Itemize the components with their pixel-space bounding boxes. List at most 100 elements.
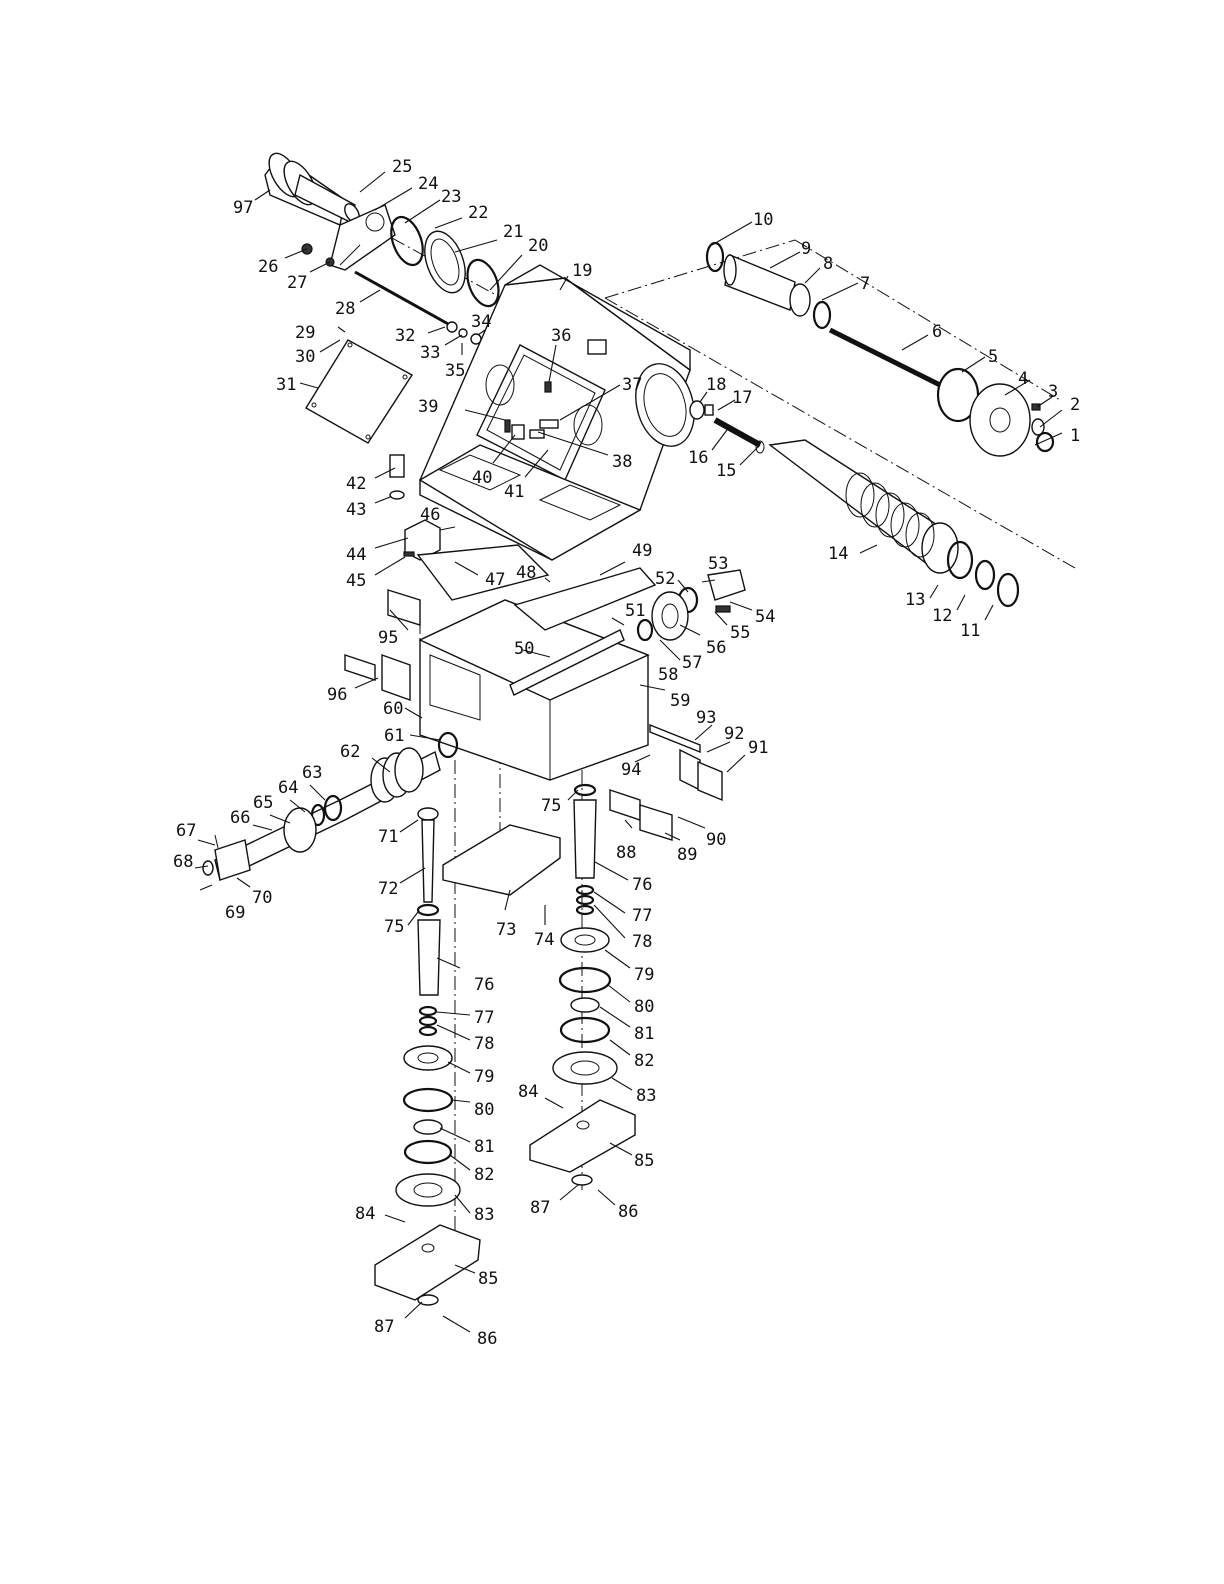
- gearbox-part-59: [416, 544, 657, 781]
- callout-3: 3: [1048, 382, 1058, 402]
- bolt-and-block-part-42-45: [389, 454, 441, 561]
- callout-89: 89: [677, 845, 697, 865]
- callout-30: 30: [295, 347, 315, 367]
- callout-84b: 84: [518, 1082, 538, 1102]
- callout-93: 93: [696, 708, 716, 728]
- callout-72: 72: [378, 879, 398, 899]
- callout-32: 32: [395, 326, 415, 346]
- callout-62: 62: [340, 742, 360, 762]
- callout-28: 28: [335, 299, 355, 319]
- block-part-73: [442, 824, 561, 896]
- callout-85b: 85: [634, 1151, 654, 1171]
- callout-78b: 78: [632, 932, 652, 952]
- callout-90: 90: [706, 830, 726, 850]
- callout-97: 97: [233, 198, 253, 218]
- rod-part-28: [354, 270, 482, 345]
- callout-83a: 83: [474, 1205, 494, 1225]
- callout-11: 11: [960, 621, 980, 641]
- callout-81b: 81: [634, 1024, 654, 1044]
- spindle-assembly-part-97: [264, 152, 360, 226]
- callout-7: 7: [860, 274, 870, 294]
- callout-76b: 76: [632, 875, 652, 895]
- callout-46: 46: [420, 505, 440, 525]
- callout-56: 56: [706, 638, 726, 658]
- callout-29: 29: [295, 323, 315, 343]
- callout-57: 57: [682, 653, 702, 673]
- callout-65: 65: [253, 793, 273, 813]
- callout-83b: 83: [636, 1086, 656, 1106]
- callout-38: 38: [612, 452, 632, 472]
- worm-shaft-assembly: [689, 400, 1020, 608]
- callout-96: 96: [327, 685, 347, 705]
- callout-71: 71: [378, 827, 398, 847]
- callout-20: 20: [528, 236, 548, 256]
- callout-12: 12: [932, 606, 952, 626]
- side-bearing-part-52-58: [636, 569, 746, 642]
- callout-58: 58: [658, 665, 678, 685]
- worm-gear-part-62: [202, 731, 459, 882]
- callout-80b: 80: [634, 997, 654, 1017]
- callout-92: 92: [724, 724, 744, 744]
- callout-22: 22: [468, 203, 488, 223]
- callout-81a: 81: [474, 1137, 494, 1157]
- callout-84a: 84: [355, 1204, 375, 1224]
- callout-8: 8: [823, 254, 833, 274]
- callout-35: 35: [445, 361, 465, 381]
- callout-31: 31: [276, 375, 296, 395]
- callout-50: 50: [514, 639, 534, 659]
- callout-75b: 75: [541, 796, 561, 816]
- callout-87a: 87: [374, 1317, 394, 1337]
- upper-shaft-assembly: [705, 241, 1055, 457]
- right-spindle-stack: [529, 783, 636, 1186]
- callout-48: 48: [516, 563, 536, 583]
- callout-17: 17: [732, 388, 752, 408]
- callout-67: 67: [176, 821, 196, 841]
- callout-47: 47: [485, 570, 505, 590]
- callout-5: 5: [988, 347, 998, 367]
- callout-40: 40: [472, 468, 492, 488]
- callout-43: 43: [346, 500, 366, 520]
- callout-2: 2: [1070, 395, 1080, 415]
- callout-74: 74: [534, 930, 554, 950]
- callout-82a: 82: [474, 1165, 494, 1185]
- left-spindle-stack: [374, 807, 481, 1306]
- callout-86b: 86: [618, 1202, 638, 1222]
- callout-78a: 78: [474, 1034, 494, 1054]
- callout-15: 15: [716, 461, 736, 481]
- callout-6: 6: [932, 322, 942, 342]
- leader-lines: [194, 171, 1063, 1333]
- callout-60: 60: [383, 699, 403, 719]
- worm-thread: [845, 472, 935, 558]
- callout-23: 23: [441, 187, 461, 207]
- callout-37: 37: [622, 375, 642, 395]
- callout-49: 49: [632, 541, 652, 561]
- callout-51: 51: [625, 601, 645, 621]
- callout-66: 66: [230, 808, 250, 828]
- callout-14: 14: [828, 544, 848, 564]
- callout-24: 24: [418, 174, 438, 194]
- callout-91: 91: [748, 738, 768, 758]
- callout-44: 44: [346, 545, 366, 565]
- brackets-part-88-96: [344, 589, 723, 841]
- callout-45: 45: [346, 571, 366, 591]
- callout-88: 88: [616, 843, 636, 863]
- callout-79a: 79: [474, 1067, 494, 1087]
- callout-82b: 82: [634, 1051, 654, 1071]
- callout-73: 73: [496, 920, 516, 940]
- callout-86a: 86: [477, 1329, 497, 1349]
- callout-64: 64: [278, 778, 298, 798]
- callout-68: 68: [173, 852, 193, 872]
- callout-21: 21: [503, 222, 523, 242]
- callout-70: 70: [252, 888, 272, 908]
- callout-19: 19: [572, 261, 592, 281]
- rings-part-20-23: [390, 215, 500, 308]
- callout-53: 53: [708, 554, 728, 574]
- callout-25: 25: [392, 157, 412, 177]
- callout-18: 18: [706, 375, 726, 395]
- cover-plate-part-31: [305, 339, 413, 444]
- callout-33: 33: [420, 343, 440, 363]
- callout-36: 36: [551, 326, 571, 346]
- housing-part-19: [418, 264, 695, 561]
- callout-54: 54: [755, 607, 775, 627]
